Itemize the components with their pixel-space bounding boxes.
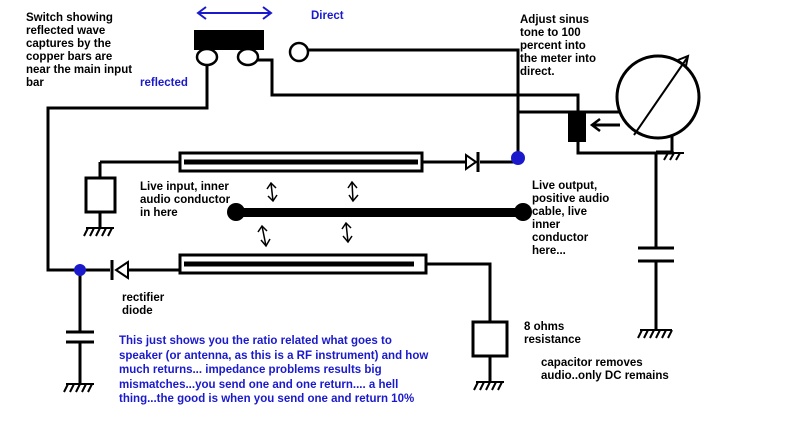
capacitor-note: capacitor removes audio..only DC remains (541, 357, 669, 382)
ground-symbol (83, 227, 114, 237)
switch-bar (194, 30, 264, 50)
reflected-wire (46, 60, 209, 272)
coupling-arrow (341, 221, 353, 244)
live-input-label: Live input, inner audio conductor in her… (140, 181, 231, 219)
ground-symbol (663, 152, 684, 161)
junction-dot (74, 264, 86, 276)
swr-meter (615, 54, 701, 140)
junction-dot (511, 151, 525, 165)
ground-symbol (473, 381, 504, 391)
output-conductor (227, 203, 532, 221)
eight-ohm-resistor (471, 320, 509, 358)
coupling-arrow (347, 180, 359, 203)
ground-symbol (637, 329, 673, 339)
reflected-bar (178, 253, 428, 275)
switch-note: Switch showing reflected wave captures b… (26, 12, 133, 89)
rectifier-diode-label: rectifier diode (122, 292, 165, 317)
explanation-note: This just shows you the ratio related wh… (119, 335, 429, 405)
input-load-resistor (84, 176, 117, 214)
coupling-arrow (257, 224, 271, 248)
switch-contact-reflected (195, 47, 219, 67)
coupling-arrow (266, 181, 278, 203)
reflected-label: reflected (140, 77, 188, 89)
switch-contact-direct (288, 41, 310, 63)
live-output-label: Live output, positive audio cable, live … (532, 180, 610, 257)
rectifier-capacitor (66, 330, 94, 344)
potentiometer (568, 112, 606, 142)
ground-symbol (63, 383, 94, 393)
switch-contact-meter (236, 47, 260, 67)
filter-capacitor (638, 246, 674, 263)
rectifier-diode (110, 260, 129, 280)
switch-direction-arrow (196, 6, 273, 20)
lower-bar-right-lead (425, 262, 492, 322)
forward-diode (465, 152, 480, 172)
adjust-note: Adjust sinus tone to 100 percent into th… (520, 14, 597, 78)
meter-feed-wire (248, 58, 580, 115)
eight-ohm-label: 8 ohms resistance (524, 321, 581, 346)
input-bar (178, 151, 424, 173)
pot-bottom-wire (576, 140, 674, 155)
direct-label: Direct (311, 10, 344, 22)
reflection-switch (194, 30, 310, 67)
direct-wire (299, 48, 520, 160)
coupling-arrows (257, 180, 359, 248)
